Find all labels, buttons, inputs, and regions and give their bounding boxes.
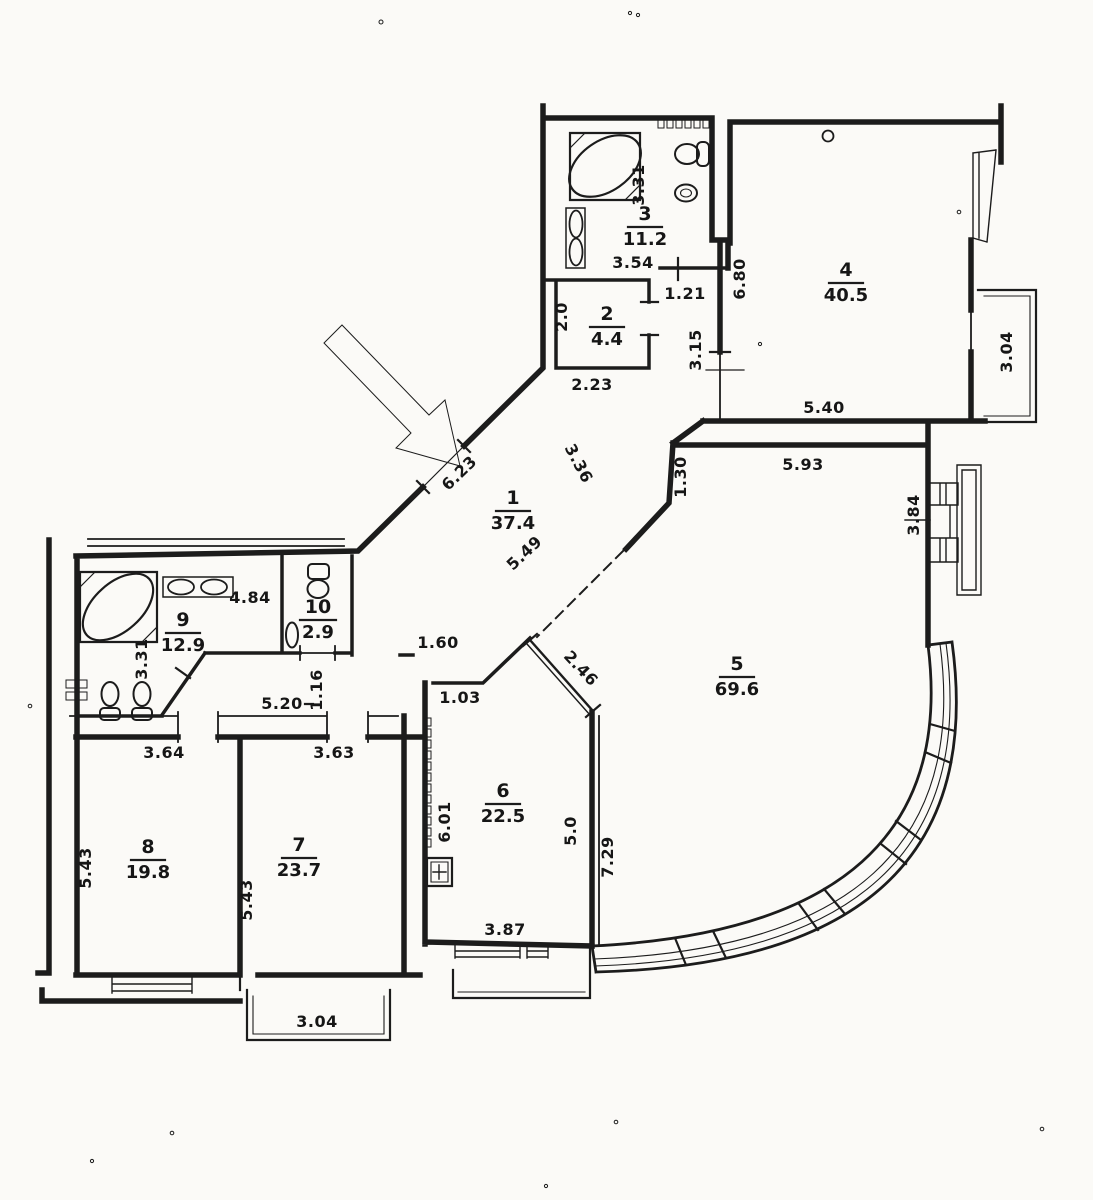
dim-label: 7.29 bbox=[598, 836, 617, 877]
exterior-walls bbox=[35, 103, 1004, 1004]
dim-label: 1.03 bbox=[439, 688, 480, 707]
door-ticks bbox=[174, 256, 745, 719]
room-number: 2 bbox=[600, 303, 613, 325]
walls-thin bbox=[69, 309, 972, 945]
room-number: 6 bbox=[496, 780, 509, 802]
dim-label: 2.0 bbox=[552, 302, 571, 332]
fixtures bbox=[78, 129, 835, 888]
dim-label: 1.60 bbox=[417, 633, 458, 652]
windows bbox=[111, 149, 997, 994]
curved-wall-glazing bbox=[593, 642, 951, 967]
room-number: 7 bbox=[292, 834, 305, 856]
bidet-icon bbox=[131, 681, 153, 721]
room-area: 12.9 bbox=[161, 635, 205, 656]
dim-label: 3.31 bbox=[132, 638, 151, 679]
dim-label: 5.93 bbox=[782, 455, 823, 474]
dim-label: 3.54 bbox=[612, 253, 653, 272]
entrance-arrow-icon bbox=[323, 324, 461, 467]
dim-label: 1.30 bbox=[671, 456, 690, 497]
room-area: 11.2 bbox=[623, 229, 667, 250]
room-number: 5 bbox=[730, 653, 743, 675]
curved-wall-faces bbox=[590, 640, 958, 974]
dim-label: 3.04 bbox=[296, 1012, 337, 1031]
dim-label: 5.49 bbox=[503, 532, 546, 574]
walls-structural bbox=[35, 103, 1004, 1004]
dim-label: 5.20 bbox=[261, 694, 302, 713]
dim-label: 3.15 bbox=[686, 329, 705, 370]
room-labels: 1 37.4 2 4.4 3 11.2 4 40.5 5 69.6 6 22.5… bbox=[126, 203, 868, 883]
room-area: 4.4 bbox=[591, 329, 623, 350]
dim-label: 5.40 bbox=[803, 398, 844, 417]
bathtub-icon bbox=[568, 131, 642, 202]
dim-label: 5.43 bbox=[237, 879, 256, 920]
vent-shaft-icon bbox=[657, 119, 710, 129]
vent-circle-icon bbox=[821, 129, 835, 143]
kitchen-diagonal-window-inner bbox=[526, 643, 591, 716]
room-area: 22.5 bbox=[481, 806, 525, 827]
dim-label: 6.23 bbox=[438, 452, 481, 494]
vent-hatching bbox=[65, 119, 710, 848]
room-number: 4 bbox=[839, 259, 852, 281]
room-area: 19.8 bbox=[126, 862, 170, 883]
sink-icon bbox=[285, 621, 299, 649]
curved-wall bbox=[590, 640, 958, 974]
toilet-icon bbox=[306, 563, 330, 599]
toilet-icon bbox=[674, 141, 710, 167]
dim-label: 6.80 bbox=[730, 258, 749, 299]
room-number: 10 bbox=[305, 596, 331, 618]
dim-label: 1.16 bbox=[307, 669, 326, 710]
dim-label: 3.36 bbox=[561, 441, 597, 487]
curved-wall-piers bbox=[673, 722, 957, 967]
balcony-inner-lines bbox=[252, 295, 1031, 1035]
bathtub-icon bbox=[78, 570, 159, 644]
kitchen-diagonal-window bbox=[528, 638, 595, 713]
dim-label: 3.63 bbox=[313, 743, 354, 762]
dim-label: 2.23 bbox=[571, 375, 612, 394]
dim-label: 5.43 bbox=[76, 847, 95, 888]
room-number: 8 bbox=[141, 836, 154, 858]
dim-label: 2.46 bbox=[560, 647, 602, 690]
kitchen-sink-icon bbox=[425, 856, 454, 888]
room-area: 69.6 bbox=[715, 679, 759, 700]
dim-label: 3.31 bbox=[629, 164, 648, 205]
dim-label: 3.84 bbox=[904, 494, 923, 535]
room-number: 1 bbox=[506, 487, 519, 509]
thin-wall-lines bbox=[69, 309, 972, 945]
dim-label: 5.0 bbox=[561, 816, 580, 846]
open-boundary-dashed-line bbox=[535, 549, 625, 639]
room-area: 37.4 bbox=[491, 513, 535, 534]
room-area: 23.7 bbox=[277, 860, 321, 881]
bidet-icon bbox=[674, 183, 698, 203]
dim-label: 3.64 bbox=[143, 743, 184, 762]
double-sink-icon bbox=[162, 576, 234, 598]
balconies bbox=[238, 288, 1038, 1042]
kitchen-duct-icon bbox=[422, 717, 432, 848]
balcony-outlines bbox=[238, 288, 1038, 1042]
double-sink-icon bbox=[565, 207, 586, 269]
dim-label: 3.87 bbox=[484, 920, 525, 939]
toilet-icon bbox=[99, 681, 121, 721]
window-glazing-lines bbox=[111, 149, 997, 994]
dim-label: 6.01 bbox=[435, 801, 454, 842]
vent-block-icon bbox=[65, 679, 88, 701]
dim-label: 1.21 bbox=[664, 284, 705, 303]
room-area: 2.9 bbox=[302, 622, 334, 643]
room-number: 3 bbox=[638, 203, 651, 225]
dim-label: 3.04 bbox=[997, 331, 1016, 372]
room-number: 9 bbox=[176, 609, 189, 631]
scan-specks bbox=[27, 10, 1045, 1189]
room-area: 40.5 bbox=[824, 285, 868, 306]
dim-label: 4.84 bbox=[229, 588, 270, 607]
